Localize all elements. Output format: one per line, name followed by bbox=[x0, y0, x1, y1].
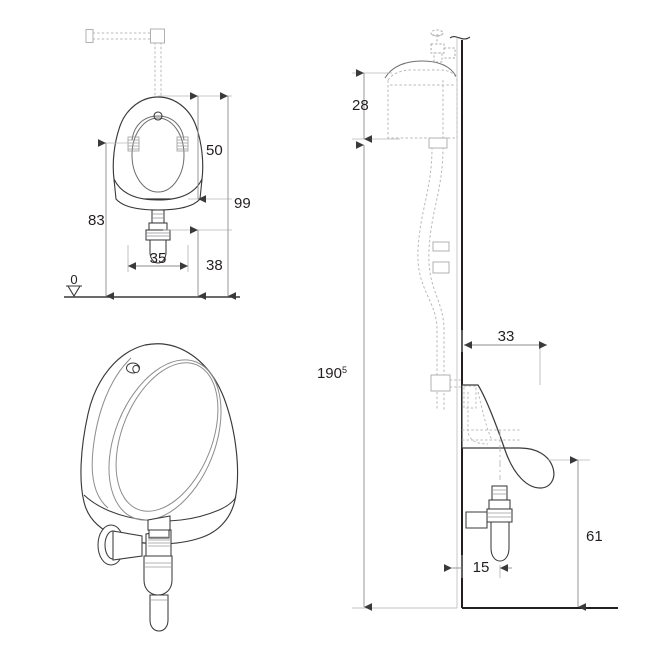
supply-pipe-fittings bbox=[85, 28, 165, 44]
fixing-bracket-marks bbox=[127, 136, 189, 152]
urinal-bowl-isometric bbox=[80, 343, 239, 545]
urinal-basin-inner bbox=[131, 115, 185, 193]
bowl-lip-seam-isometric bbox=[83, 494, 237, 522]
dimension-50-label: 50 bbox=[206, 142, 223, 159]
cistern-lid bbox=[384, 60, 457, 79]
bottle-trap-side-detail bbox=[487, 489, 512, 518]
side-extension-lines bbox=[352, 72, 590, 578]
dimension-99-label: 99 bbox=[234, 195, 251, 212]
water-inlet-hole-isometric bbox=[126, 362, 140, 374]
water-inlet-hole bbox=[153, 111, 163, 121]
bottle-trap-isometric bbox=[143, 527, 173, 632]
bowl-inner-profile-hidden bbox=[462, 385, 520, 445]
basin-inner-isometric bbox=[108, 359, 222, 521]
bottle-trap-front bbox=[145, 209, 171, 264]
wall-face bbox=[456, 38, 463, 608]
outlet-spigot-isometric bbox=[147, 515, 171, 531]
dimension-28-label: 28 bbox=[352, 97, 369, 114]
view-front-elevation: 0 50 99 83 bbox=[64, 28, 251, 300]
dimension-38-label: 38 bbox=[206, 257, 223, 274]
dimension-15-label: 15 bbox=[473, 559, 490, 576]
datum-marker-zero bbox=[66, 285, 82, 298]
dimension-61-label: 61 bbox=[586, 528, 603, 545]
flush-pipe-fittings bbox=[428, 137, 462, 392]
dimension-1905-superscript: 5 bbox=[342, 365, 347, 375]
bowl-inner-rim-isometric bbox=[91, 357, 132, 509]
dimension-35-label: 35 bbox=[150, 250, 167, 267]
view-side-section: 28 1905 33 61 15 bbox=[317, 29, 618, 611]
dimension-33-label: 33 bbox=[498, 328, 515, 345]
wall-bracket-isometric bbox=[97, 524, 143, 566]
cistern-outline bbox=[387, 69, 458, 139]
dimension-1905-value: 190 bbox=[317, 365, 342, 382]
bottle-trap-front-detail bbox=[146, 213, 170, 237]
trap-rings-isometric bbox=[145, 562, 171, 601]
wall-break-symbol bbox=[449, 36, 471, 40]
datum-label-zero: 0 bbox=[70, 272, 77, 287]
dimension-83-label: 83 bbox=[88, 212, 105, 229]
urinal-bowl-side-profile bbox=[461, 384, 555, 489]
view-isometric bbox=[80, 343, 239, 632]
flush-pipe bbox=[417, 146, 445, 410]
bottle-trap-side bbox=[465, 485, 513, 562]
stop-tap bbox=[430, 29, 456, 63]
dimension-1905-label: 1905 bbox=[317, 365, 347, 382]
